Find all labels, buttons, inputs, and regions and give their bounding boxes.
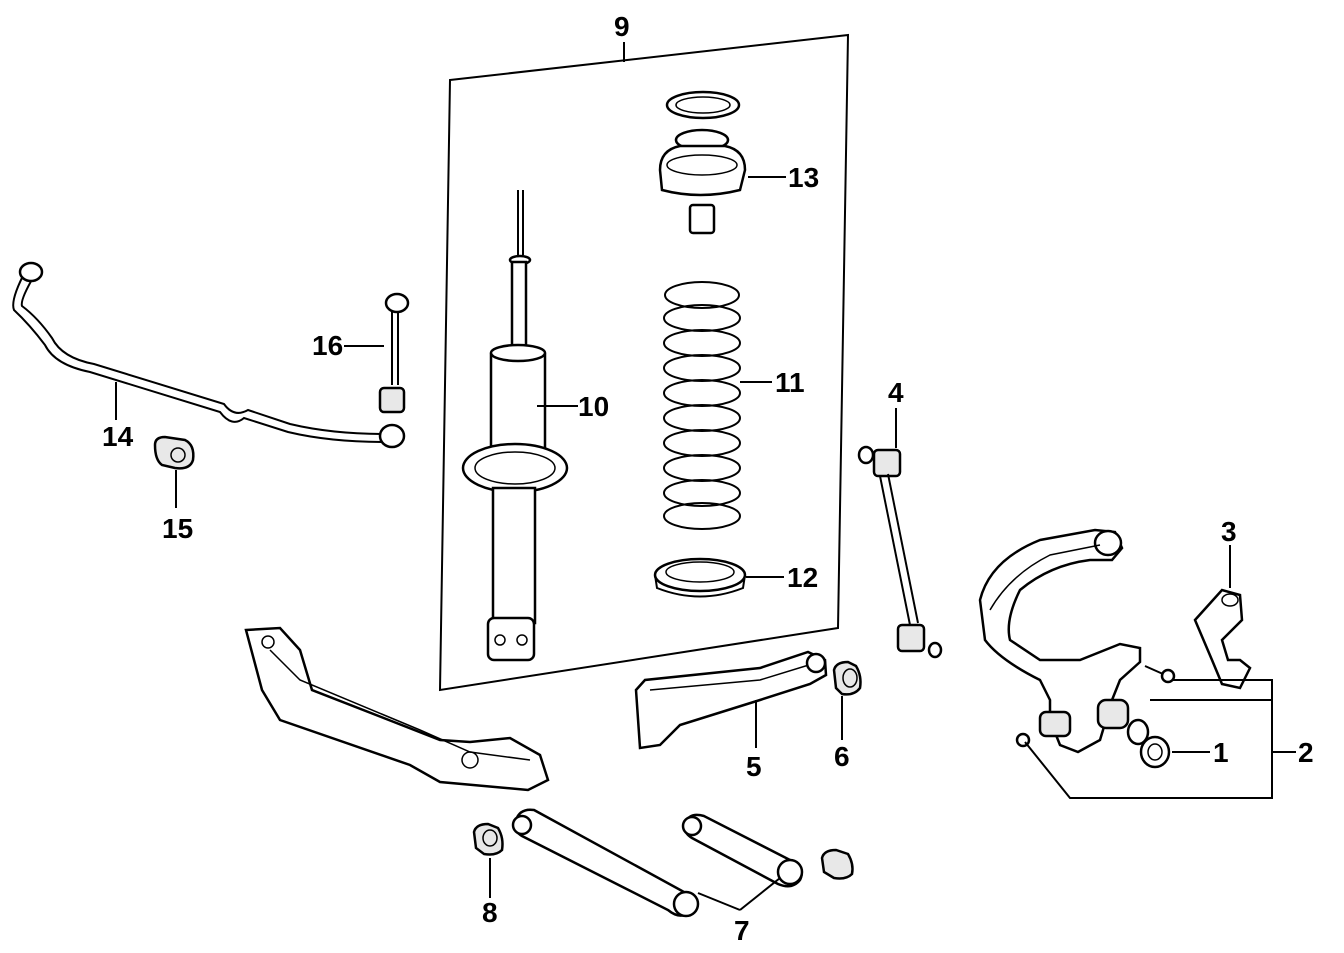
label-10: 10: [578, 391, 609, 422]
label-6: 6: [834, 741, 850, 772]
strut-assembly-frame: [438, 33, 850, 692]
stabilizer-bushing-part: [153, 435, 195, 470]
strut-mount-part: [658, 90, 747, 235]
label-9: 9: [614, 11, 630, 42]
label-16: 16: [312, 330, 343, 361]
leader-lines: [115, 176, 1296, 911]
label-7: 7: [734, 915, 750, 946]
label-15: 15: [162, 513, 193, 544]
lower-arm-part: [634, 650, 828, 750]
trailing-arm-part: [511, 808, 804, 918]
label-13: 13: [788, 162, 819, 193]
spring-seat-part: [653, 557, 747, 598]
subframe-part: [244, 626, 550, 792]
label-2: 2: [1298, 737, 1314, 768]
stabilizer-link-part: [378, 292, 410, 414]
toe-link-part: [857, 445, 943, 659]
label-14: 14: [102, 421, 134, 452]
label-3: 3: [1221, 516, 1237, 547]
label-1: 1: [1213, 737, 1229, 768]
lower-arm-bushing-part: [832, 660, 862, 696]
label-12: 12: [787, 562, 818, 593]
label-5: 5: [746, 751, 762, 782]
part-labels: 9 13 11 10 12 16 14 15 4 3 5 6 1 2 8 7: [102, 11, 1314, 946]
coil-spring-part: [663, 281, 741, 530]
label-11: 11: [775, 367, 805, 398]
label-4: 4: [888, 377, 904, 408]
knuckle-part: [978, 528, 1176, 769]
label-8: 8: [482, 897, 498, 928]
bracket-part: [1193, 588, 1252, 690]
trailing-arm-bushing-part: [472, 822, 854, 880]
stabilizer-bar-part: [12, 261, 406, 449]
shock-absorber-part: [461, 190, 569, 662]
